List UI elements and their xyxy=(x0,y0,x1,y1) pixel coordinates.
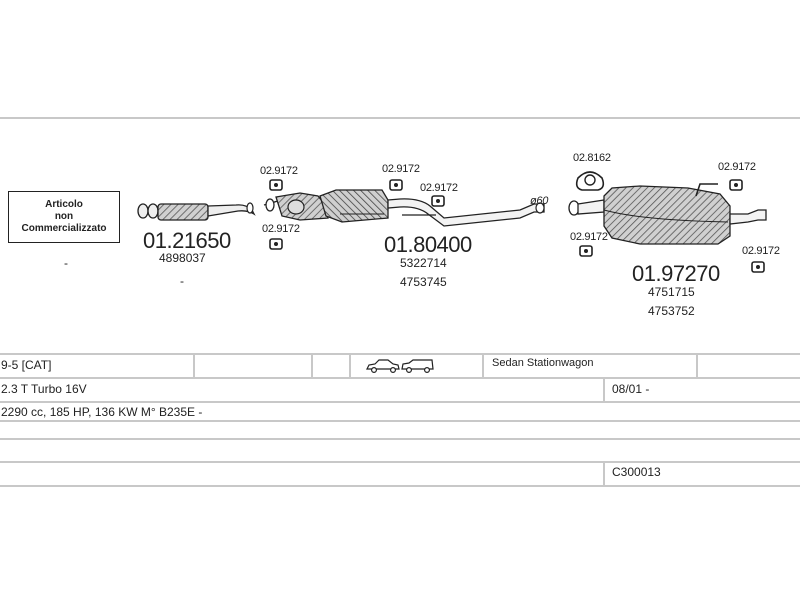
hanger-icon xyxy=(389,179,403,191)
table-column-rule xyxy=(349,353,351,377)
table-column-rule xyxy=(482,353,484,377)
table-rule xyxy=(0,485,800,487)
not-commercialized-box: Articolo non Commercializzato xyxy=(8,191,120,243)
accessory-ref: 02.9172 xyxy=(262,223,300,235)
oem-number: 5322714 xyxy=(400,256,447,270)
engine-specs: 2290 cc, 185 HP, 136 KW M° B235E - xyxy=(1,405,203,419)
hanger-icon xyxy=(431,195,445,207)
table-column-rule xyxy=(603,461,605,485)
table-rule xyxy=(0,401,800,403)
accessory-ref: 02.8162 xyxy=(573,152,611,164)
pipe-diameter-label: ø60 xyxy=(530,195,549,207)
oem-number: 4753745 xyxy=(400,275,447,289)
oem-number: 4898037 xyxy=(159,251,206,265)
table-column-rule xyxy=(193,353,195,377)
part-dot: - xyxy=(180,274,184,288)
accessory-ref: 02.9172 xyxy=(382,163,420,175)
accessory-ref: 02.9172 xyxy=(420,182,458,194)
hanger-icon xyxy=(269,179,283,191)
body-types: Sedan Stationwagon xyxy=(492,357,594,369)
hanger-icon xyxy=(751,261,765,273)
middle-section-part xyxy=(263,189,545,227)
table-column-rule xyxy=(696,353,698,377)
stationwagon-car-icon xyxy=(401,359,434,374)
note-line-1: Articolo xyxy=(45,199,83,210)
table-rule xyxy=(0,353,800,355)
table-column-rule xyxy=(311,353,313,377)
accessory-ref: 02.9172 xyxy=(742,245,780,257)
hanger-icon xyxy=(579,245,593,257)
accessory-ref: 02.9172 xyxy=(260,165,298,177)
table-rule xyxy=(0,377,800,379)
table-rule xyxy=(0,438,800,440)
sedan-car-icon xyxy=(366,359,400,374)
accessory-ref: 02.9172 xyxy=(570,231,608,243)
note-line-3: Commercializzato xyxy=(21,223,107,234)
rear-silencer-part xyxy=(568,183,767,245)
part-number: 01.80400 xyxy=(384,232,472,257)
table-rule xyxy=(0,461,800,463)
hanger-icon xyxy=(729,179,743,191)
diagram-code: C300013 xyxy=(612,465,661,479)
part-number: 01.97270 xyxy=(632,261,720,286)
front-pipe-part xyxy=(137,202,256,221)
date-range: 08/01 - xyxy=(612,382,650,396)
oem-number: 4753752 xyxy=(648,304,695,318)
clamp-ring-icon xyxy=(575,171,605,191)
table-column-rule xyxy=(603,377,605,401)
vehicle-model: 9-5 [CAT] xyxy=(1,358,52,372)
hanger-icon xyxy=(269,238,283,250)
accessory-ref: 02.9172 xyxy=(718,161,756,173)
table-rule xyxy=(0,420,800,422)
note-line-2: non xyxy=(54,211,74,222)
top-divider xyxy=(0,117,800,119)
oem-number: 4751715 xyxy=(648,285,695,299)
part-number: 01.21650 xyxy=(143,228,231,253)
engine: 2.3 T Turbo 16V xyxy=(1,382,87,396)
note-dot: - xyxy=(64,256,68,270)
body-type-icons xyxy=(366,359,434,374)
